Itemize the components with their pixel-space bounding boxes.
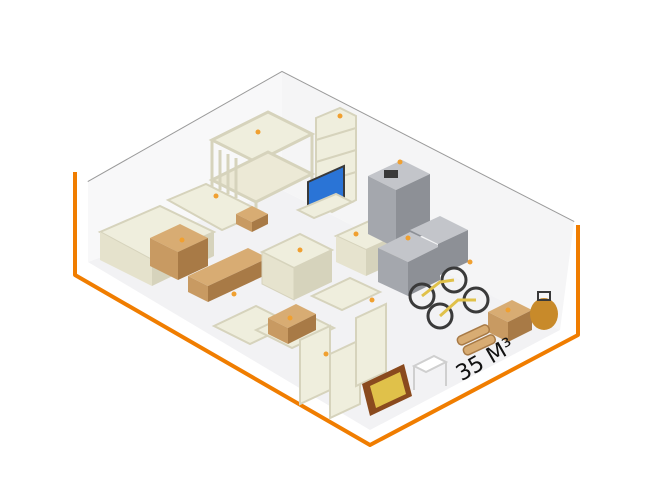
box-stack-center <box>268 304 316 344</box>
chairs-table <box>211 276 387 420</box>
picture-frames <box>362 364 412 416</box>
front-outline <box>73 172 580 447</box>
bicycles <box>408 266 490 330</box>
item-markers <box>179 113 511 357</box>
television <box>295 164 355 220</box>
back-wall-left <box>88 72 282 262</box>
drawer-cabinets <box>259 232 335 301</box>
large-box <box>150 224 208 280</box>
white-chair <box>411 354 449 390</box>
small-boxes <box>236 206 268 232</box>
travel-bag <box>530 291 558 330</box>
box-stack-row <box>188 248 268 302</box>
washing-machines <box>378 216 468 296</box>
wood-logs <box>456 324 497 356</box>
bunk-bed <box>208 110 316 225</box>
